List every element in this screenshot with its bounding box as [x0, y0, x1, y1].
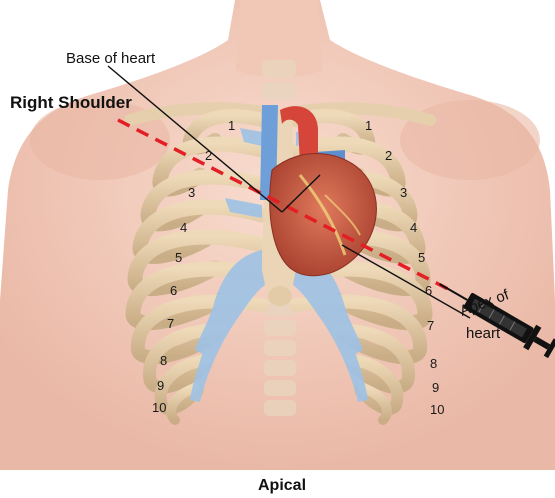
xiphoid-process	[268, 286, 292, 306]
rib-number-right-10: 10	[430, 402, 444, 417]
rib-number-right-8: 8	[430, 356, 437, 371]
rib-number-right-1: 1	[365, 118, 372, 133]
base-of-heart-label: Base of heart	[66, 50, 156, 67]
rib-number-left-7: 7	[167, 316, 174, 331]
rib-number-left-1: 1	[228, 118, 235, 133]
rib-number-left-6: 6	[170, 283, 177, 298]
rib-number-right-5: 5	[418, 250, 425, 265]
rib-number-right-7: 7	[427, 318, 434, 333]
rib-number-left-3: 3	[188, 185, 195, 200]
right-shoulder-label: Right Shoulder	[10, 93, 132, 112]
rib-number-right-3: 3	[400, 185, 407, 200]
rib-number-right-9: 9	[432, 380, 439, 395]
rib-number-left-9: 9	[157, 378, 164, 393]
rib-number-left-10: 10	[152, 400, 166, 415]
rib-number-left-2: 2	[205, 148, 212, 163]
caption-label: Apical	[258, 477, 306, 494]
rib-number-left-5: 5	[175, 250, 182, 265]
rib-number-right-2: 2	[385, 148, 392, 163]
rib-number-right-6: 6	[425, 283, 432, 298]
apex-of-heart-label-line2: heart	[466, 325, 501, 342]
rib-number-right-4: 4	[410, 220, 417, 235]
rib-number-left-8: 8	[160, 353, 167, 368]
rib-number-left-4: 4	[180, 220, 187, 235]
